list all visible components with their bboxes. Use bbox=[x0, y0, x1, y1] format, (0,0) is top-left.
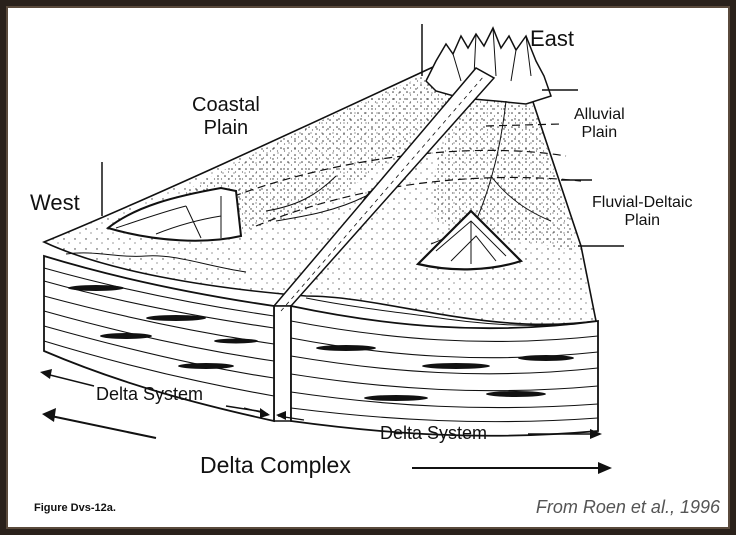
delta-block-diagram bbox=[6, 6, 730, 529]
figure-frame: East Coastal Plain Alluvial Plain Fluvia… bbox=[6, 6, 730, 529]
delta-system-left-label: Delta System bbox=[96, 384, 203, 405]
delta-complex-right-arrow bbox=[412, 462, 612, 474]
west-label: West bbox=[30, 190, 80, 215]
delta-system-right-label: Delta System bbox=[380, 423, 487, 444]
coastal-plain-label: Coastal Plain bbox=[192, 94, 260, 140]
source-credit: From Roen et al., 1996 bbox=[536, 497, 720, 518]
fluvial-deltaic-plain-label: Fluvial-Deltaic Plain bbox=[592, 194, 692, 231]
alluvial-plain-label: Alluvial Plain bbox=[574, 106, 625, 143]
delta-complex-left-arrow bbox=[42, 408, 156, 438]
east-label: East bbox=[530, 26, 574, 51]
delta-complex-label: Delta Complex bbox=[200, 452, 351, 478]
figure-caption: Figure Dvs-12a. bbox=[34, 502, 116, 514]
